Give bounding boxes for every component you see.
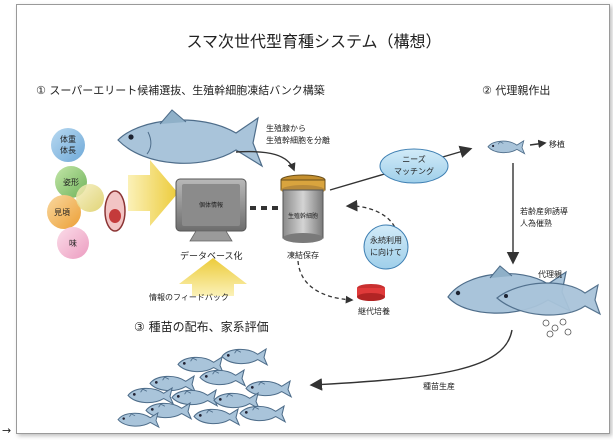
school-fish	[245, 380, 292, 398]
needs-label-1: ニーズ	[402, 154, 426, 164]
school-fish	[239, 405, 286, 423]
seed-production-arrow	[309, 329, 513, 391]
fish-school	[117, 348, 292, 428]
frozen-label: 凍結保存	[287, 250, 319, 260]
freezer-tank-icon: 生殖幹細胞	[280, 174, 326, 243]
eternal-use-arrow	[345, 199, 398, 248]
separate-label-1: 生殖腺から	[266, 123, 306, 133]
trait-label-taste: 味	[69, 238, 77, 248]
school-fish	[171, 389, 218, 407]
monitor-label: 個体情報	[199, 201, 223, 209]
trait-bubble-appearance	[47, 195, 81, 229]
tank-label: 生殖幹細胞	[288, 212, 318, 220]
eternal-label-2: に向けて	[370, 247, 402, 257]
gonad-arrow	[235, 150, 296, 172]
trait-bubble-taste	[57, 227, 89, 259]
section-2-heading: ② 代理親作出	[482, 83, 550, 97]
eternal-use-bubble: 永続利用 に向けて	[363, 224, 409, 270]
trait-label-shape: 姿形	[63, 177, 79, 187]
school-fish	[199, 369, 246, 387]
eternal-label-1: 永続利用	[370, 235, 402, 245]
seed-production-label: 種苗生産	[423, 381, 455, 391]
transplant-fish-icon	[487, 140, 525, 155]
diagram-title: スマ次世代型育種システム（構想）	[186, 32, 441, 51]
culture-arrow	[297, 260, 354, 304]
surrogate-fish-icon	[447, 265, 602, 316]
feedback-label: 情報のフィードバック	[149, 292, 229, 302]
school-fish	[221, 348, 268, 366]
culture-dish-icon	[357, 284, 385, 301]
section-3-heading: ③ 種苗の配布、家系評価	[134, 319, 269, 334]
transplant-label: 移植	[549, 139, 565, 149]
feedback-arrow-icon	[179, 258, 247, 296]
trait-bubble-weight	[51, 128, 85, 162]
induce-label-1: 若齢産卵誘導	[520, 206, 568, 216]
elite-fish-icon	[117, 109, 264, 168]
selection-arrow-icon	[128, 160, 178, 226]
section-1-heading: ① スーパーエリート候補選抜、生殖幹細胞凍結バンク構築	[36, 83, 325, 97]
separate-label-2: 生殖幹細胞を分離	[266, 135, 330, 145]
trait-label-length: 体長	[60, 145, 76, 155]
eggs-icon	[542, 318, 572, 338]
culture-label: 継代培養	[358, 306, 390, 316]
database-monitor-icon: 個体情報	[175, 178, 247, 242]
needs-label-2: マッチング	[394, 166, 434, 176]
trait-label-appearance: 見頃	[54, 208, 70, 217]
trait-bubble-extra	[76, 184, 104, 212]
trait-label-weight: 体重	[60, 134, 76, 144]
database-label: データベース化	[180, 250, 243, 262]
corner-arrow-icon: →	[2, 424, 12, 437]
induce-label-2: 人為催熟	[520, 218, 552, 228]
surrogate-label: 代理親	[538, 269, 562, 279]
school-fish	[193, 408, 240, 426]
trait-bubbles: 体重 体長 姿形 見頃 味	[47, 128, 104, 259]
needs-matching-bubble: ニーズ マッチング	[379, 148, 449, 184]
fish-cross-section-icon	[104, 190, 126, 232]
transplant-small-arrow	[529, 139, 547, 149]
